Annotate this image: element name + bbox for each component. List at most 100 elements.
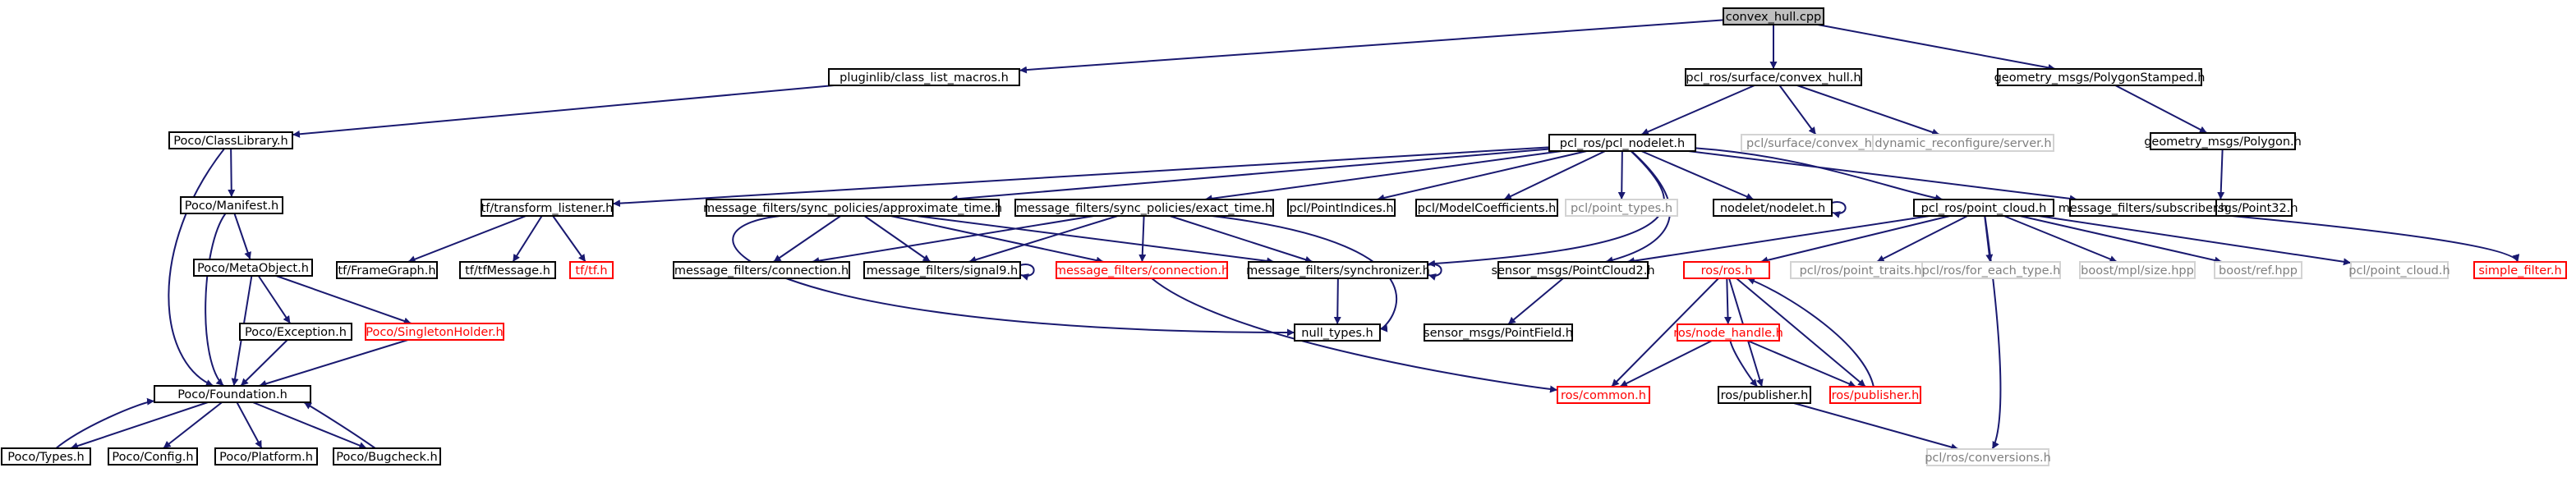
node-label: message_filters/signal9.h xyxy=(867,264,1019,277)
node-convex-hull-cpp[interactable]: convex_hull.cpp xyxy=(1723,7,1824,25)
edge-n27-to-n42 xyxy=(2215,213,2520,263)
edge-n21-to-n33 xyxy=(1138,215,1147,263)
node-box xyxy=(180,196,283,214)
node-label: pcl/ModelCoefficients.h xyxy=(1418,202,1557,215)
node-sensor-msgs-pointfield-h[interactable]: sensor_msgs/PointField.h xyxy=(1424,323,1573,342)
node-label: message_filters/subscriber.h xyxy=(2058,202,2229,215)
edge-n5-to-n9 xyxy=(205,213,227,387)
node-box xyxy=(828,68,1020,86)
node-poco-classlibrary-h[interactable]: Poco/ClassLibrary.h xyxy=(168,131,293,149)
node-label: sensor_msgs/PointField.h xyxy=(1424,327,1573,340)
edge-n9-to-n13 xyxy=(252,401,367,449)
node-label: tf/tf.h xyxy=(575,264,607,277)
node-label: boost/mpl/size.hpp xyxy=(2081,264,2194,277)
nodes-layer: convex_hull.cpp pluginlib/class_list_macr… xyxy=(1,7,2567,466)
node-pcl-ros-point-cloud-h[interactable]: pcl_ros/point_cloud.h xyxy=(1913,199,2054,217)
node-label: ros/publisher.h xyxy=(1721,389,1809,402)
node-box xyxy=(1683,261,1770,279)
node-box xyxy=(1829,386,1921,404)
edge-n0-to-n3 xyxy=(1817,24,2056,71)
node-label: Poco/Config.h xyxy=(112,451,193,464)
node-box xyxy=(1872,134,2054,152)
node-ros-publisher-h[interactable]: ros/publisher.h xyxy=(1718,386,1811,404)
node-box xyxy=(1548,134,1696,152)
node-label: message_filters/sync_policies/exact_time… xyxy=(1016,202,1272,215)
node-sensor-msgs-pointcloud2-h[interactable]: sensor_msgs/PointCloud2.h xyxy=(1491,261,1655,279)
node-box xyxy=(2069,199,2217,217)
edge-n2-to-n15 xyxy=(1778,85,1817,135)
node-poco-bugcheck-h[interactable]: Poco/Bugcheck.h xyxy=(333,447,441,466)
node-box xyxy=(1415,199,1558,217)
node-label: pcl_ros/surface/convex_hull.h xyxy=(1686,71,1861,85)
edge-n26-to-n37 xyxy=(1876,215,1968,263)
node-geometry-msgs-polygon-h[interactable]: geometry_msgs/Polygon.h xyxy=(2144,132,2302,150)
node-message-filters-sync-policies-approximate-time-h[interactable]: message_filters/sync_policies/approximat… xyxy=(703,199,1002,217)
edge-n36-to-n46 xyxy=(1611,277,1719,388)
edge-n8-to-n9 xyxy=(259,339,408,388)
node-geometry-msgs-polygonstamped-h[interactable]: geometry_msgs/PolygonStamped.h xyxy=(1994,68,2206,86)
node-poco-singletonholder-h: Poco/SingletonHolder.h xyxy=(365,323,504,341)
node-null-types-h[interactable]: null_types.h xyxy=(1294,323,1381,342)
node-message-filters-subscriber-h[interactable]: message_filters/subscriber.h xyxy=(2058,199,2229,217)
node-label: convex_hull.cpp xyxy=(1726,11,1822,24)
edge-n9-to-n10 xyxy=(70,401,209,450)
edge-n33-to-n46 xyxy=(1151,277,1558,393)
node-pcl-ros-surface-convex-hull-h[interactable]: pcl_ros/surface/convex_hull.h xyxy=(1685,68,1862,86)
node-box xyxy=(1723,7,1824,25)
node-label: message_filters/sync_policies/approximat… xyxy=(703,202,1002,215)
node-box xyxy=(1287,199,1396,217)
node-label: Poco/MetaObject.h xyxy=(197,262,309,275)
node-box xyxy=(108,447,198,466)
node-pcl-ros-pcl-nodelet-h[interactable]: pcl_ros/pcl_nodelet.h xyxy=(1548,134,1696,152)
edge-n14-to-n34 xyxy=(1427,150,1666,268)
node-poco-config-h[interactable]: Poco/Config.h xyxy=(108,447,198,466)
node-label: pcl_ros/pcl_nodelet.h xyxy=(1560,137,1685,150)
node-label: pcl/ros/conversions.h xyxy=(1925,452,2051,465)
edge-n6-to-n8 xyxy=(276,275,412,325)
node-pcl-modelcoefficients-h[interactable]: pcl/ModelCoefficients.h xyxy=(1415,199,1558,217)
node-box xyxy=(1424,323,1573,342)
node-box xyxy=(1685,68,1862,86)
node-simple-filter-h: simple_filter.h xyxy=(2473,261,2567,279)
node-box xyxy=(673,261,850,279)
node-tf-tfmessage-h[interactable]: tf/tfMessage.h xyxy=(459,261,556,279)
edge-n10-to-n9 xyxy=(55,397,155,449)
edge-n48-to-n36 xyxy=(1746,277,1874,388)
node-pcl-pointindices-h[interactable]: pcl/PointIndices.h xyxy=(1287,199,1396,217)
node-label: Poco/Bugcheck.h xyxy=(336,451,437,464)
node-label: tf/FrameGraph.h xyxy=(338,264,435,277)
node-boost-mpl-size-hpp: boost/mpl/size.hpp xyxy=(2079,261,2196,279)
node-message-filters-sync-policies-exact-time-h[interactable]: message_filters/sync_policies/exact_time… xyxy=(1014,199,1274,217)
node-poco-metaobject-h[interactable]: Poco/MetaObject.h xyxy=(193,259,313,277)
edge-n14-to-n21 xyxy=(1204,150,1562,203)
node-poco-types-h[interactable]: Poco/Types.h xyxy=(1,447,91,466)
node-poco-foundation-h[interactable]: Poco/Foundation.h xyxy=(154,385,311,403)
node-poco-exception-h[interactable]: Poco/Exception.h xyxy=(239,323,352,341)
node-message-filters-synchronizer-h[interactable]: message_filters/synchronizer.h xyxy=(1246,261,1430,279)
node-message-filters-signal9-h[interactable]: message_filters/signal9.h xyxy=(863,261,1021,279)
edge-n3-to-n17 xyxy=(2114,85,2208,134)
edge-n20-to-n33 xyxy=(890,215,1104,264)
node-ros-ros-h: ros/ros.h xyxy=(1683,261,1770,279)
node-message-filters-connection-h: message_filters/connection.h xyxy=(1055,261,1229,279)
node-box xyxy=(365,323,504,341)
edge-n20-to-n32 xyxy=(863,215,932,263)
node-tf-framegraph-h[interactable]: tf/FrameGraph.h xyxy=(336,261,438,279)
node-box xyxy=(1056,261,1228,279)
node-poco-manifest-h[interactable]: Poco/Manifest.h xyxy=(180,196,283,214)
node-box xyxy=(1497,261,1649,279)
edge-n20-to-n43 xyxy=(732,215,1295,337)
self-loop-n32 xyxy=(1019,264,1035,281)
node-message-filters-connection-h[interactable]: message_filters/connection.h xyxy=(673,261,850,279)
edge-n35-to-n44 xyxy=(1507,277,1564,325)
node-pluginlib-class-list-macros-h[interactable]: pluginlib/class_list_macros.h xyxy=(828,68,1020,86)
edge-n14-to-n26 xyxy=(1695,147,1944,202)
node-box xyxy=(706,199,1000,217)
edge-n2-to-n16 xyxy=(1796,85,1940,136)
node-tf-transform-listener-h[interactable]: tf/transform_listener.h xyxy=(481,199,614,217)
edge-n45-to-n48 xyxy=(1747,340,1856,388)
node-nodelet-nodelet-h[interactable]: nodelet/nodelet.h xyxy=(1713,199,1833,217)
node-poco-platform-h[interactable]: Poco/Platform.h xyxy=(214,447,318,466)
node-pcl-point-types-h: pcl/point_types.h xyxy=(1565,199,1678,217)
node-label: pluginlib/class_list_macros.h xyxy=(840,71,1009,85)
